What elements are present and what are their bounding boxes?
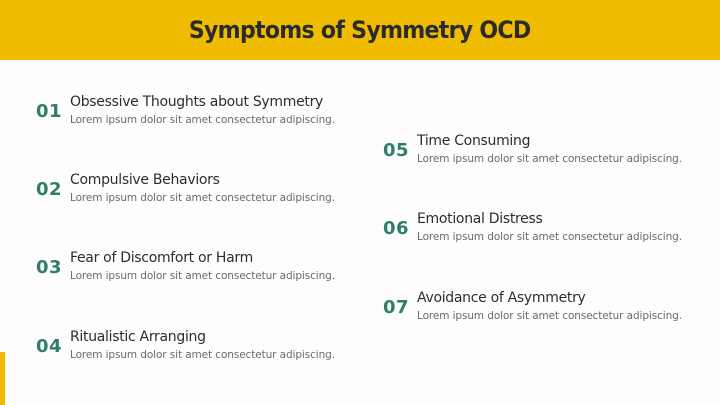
item-title: Obsessive Thoughts about Symmetry <box>70 94 324 110</box>
item-title: Avoidance of Asymmetry <box>417 290 586 306</box>
item-title: Time Consuming <box>417 133 531 149</box>
item-number: 07 <box>383 297 410 318</box>
item-number: 06 <box>383 218 410 239</box>
item-number: 02 <box>36 179 63 200</box>
header-bar: Symptoms of Symmetry OCD <box>0 0 720 60</box>
item-number: 05 <box>383 140 410 161</box>
page-title: Symptoms of Symmetry OCD <box>189 16 531 44</box>
accent-bar <box>0 352 5 405</box>
item-description: Lorem ipsum dolor sit amet consectetur a… <box>417 310 682 322</box>
item-description: Lorem ipsum dolor sit amet consectetur a… <box>417 153 682 165</box>
item-title: Ritualistic Arranging <box>70 329 206 345</box>
item-title: Emotional Distress <box>417 211 543 227</box>
item-number: 01 <box>36 101 63 122</box>
item-number: 04 <box>36 336 63 357</box>
item-description: Lorem ipsum dolor sit amet consectetur a… <box>70 270 335 282</box>
item-description: Lorem ipsum dolor sit amet consectetur a… <box>70 349 335 361</box>
item-description: Lorem ipsum dolor sit amet consectetur a… <box>70 192 335 204</box>
item-description: Lorem ipsum dolor sit amet consectetur a… <box>417 231 682 243</box>
item-description: Lorem ipsum dolor sit amet consectetur a… <box>70 114 335 126</box>
item-title: Fear of Discomfort or Harm <box>70 250 253 266</box>
item-title: Compulsive Behaviors <box>70 172 220 188</box>
item-number: 03 <box>36 257 63 278</box>
